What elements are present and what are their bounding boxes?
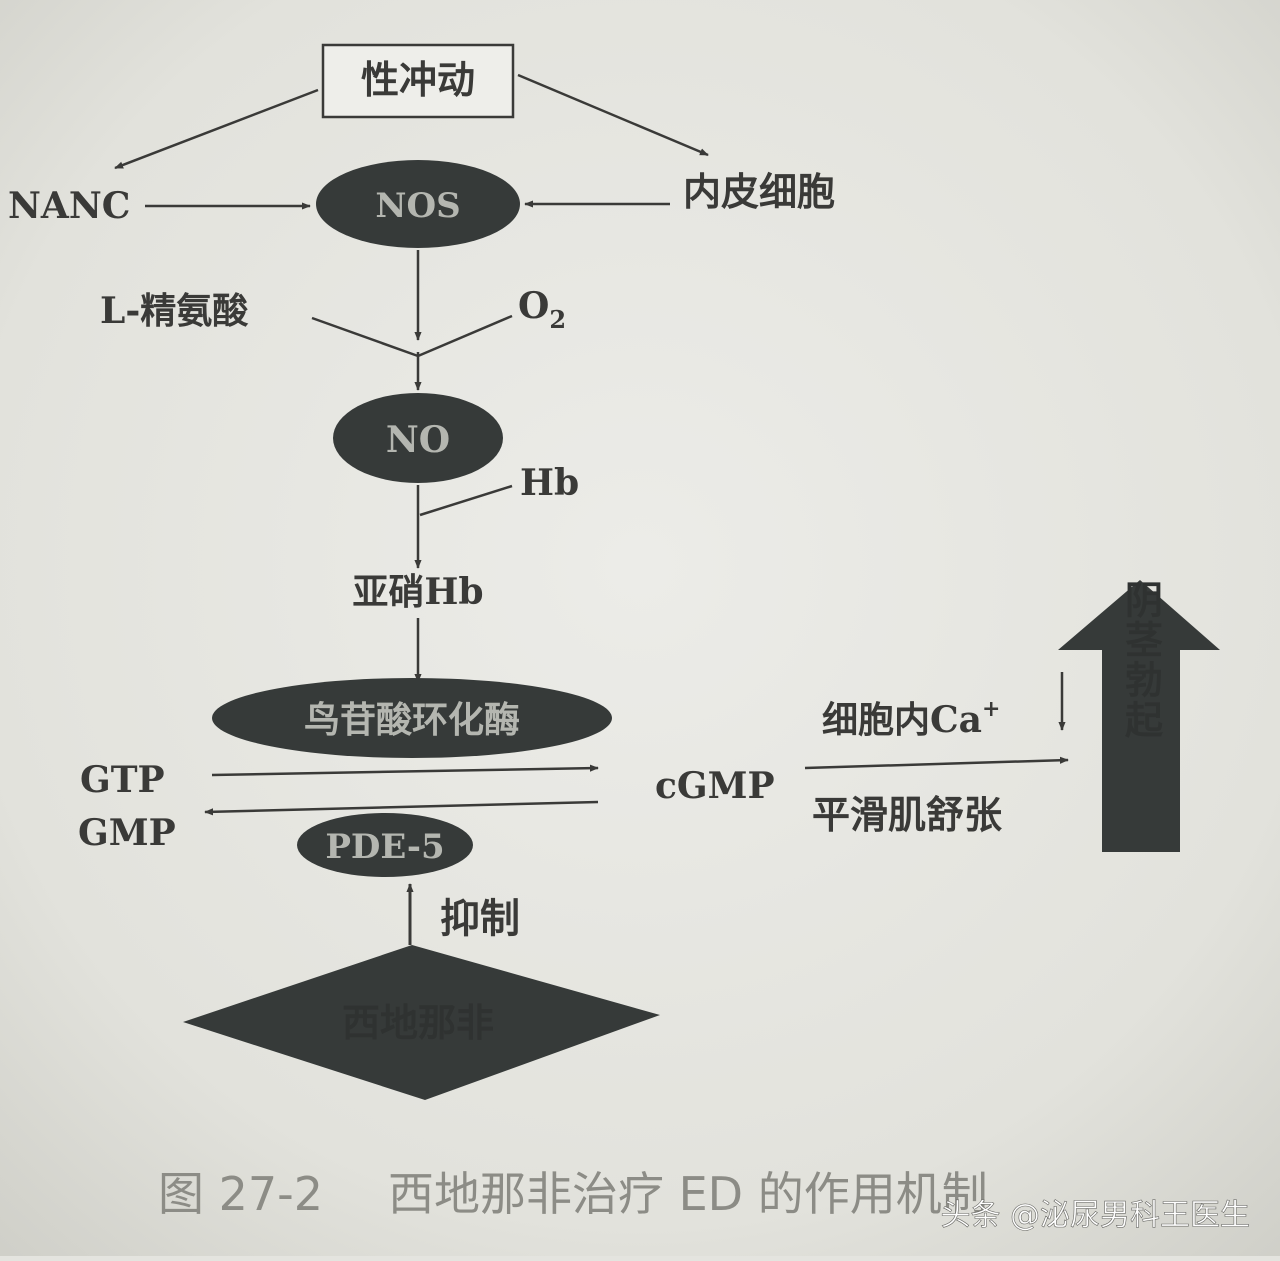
pde5-ellipse — [297, 813, 473, 877]
nos-label: NOS — [375, 186, 460, 226]
cgmp-label: cGMP — [655, 765, 775, 807]
no-label: NO — [386, 419, 450, 461]
guanylate-cyclase-ellipse — [212, 678, 612, 758]
arrow-box-to-nanc — [114, 88, 319, 170]
arrow-cgmp-to-gmp — [204, 800, 599, 816]
calcium-label: 细胞内Ca+ — [822, 696, 1000, 741]
oxygen-subscript: 2 — [549, 305, 566, 334]
erection-big-arrow — [1058, 580, 1220, 852]
hb-label: Hb — [520, 462, 579, 504]
calcium-text: 细胞内Ca — [822, 699, 982, 741]
hb-line — [419, 484, 513, 517]
watermark: 头条 @泌尿男科王医生 — [940, 1198, 1250, 1233]
no-ellipse — [333, 393, 503, 483]
inhibit-label: 抑制 — [440, 895, 520, 942]
sexual-stimulation-label: 性冲动 — [361, 57, 475, 102]
caption-text: 西地那非治疗 ED 的作用机制 — [388, 1167, 988, 1221]
arrow-gtp-to-cgmp — [211, 764, 599, 777]
sildenafil-diamond — [183, 945, 660, 1100]
arrow-box-to-endothelial — [517, 73, 709, 157]
gtp-label: GTP — [80, 759, 165, 801]
l-arginine-line — [311, 316, 419, 358]
erection-arrow-text: 阴茎勃起 — [1119, 580, 1164, 740]
guanylate-cyclase-label: 鸟苷酸环化酶 — [304, 699, 520, 741]
l-arginine-label: L-精氨酸 — [100, 290, 248, 332]
nanc-label: NANC — [8, 185, 130, 227]
sexual-stimulation-box — [321, 43, 515, 119]
pde5-label: PDE-5 — [325, 827, 444, 867]
nos-ellipse — [316, 160, 520, 248]
nitroso-hb-label: 亚硝Hb — [352, 571, 483, 613]
smooth-muscle-label: 平滑肌舒张 — [812, 792, 1002, 837]
arrow-cgmp-to-erection — [804, 756, 1069, 770]
calcium-superscript: + — [982, 696, 1000, 722]
sildenafil-label: 西地那非 — [342, 1000, 494, 1045]
caption-number: 图 27-2 — [158, 1167, 323, 1221]
gmp-label: GMP — [78, 812, 176, 854]
endothelial-label: 内皮细胞 — [683, 169, 835, 214]
oxygen-letter: O — [518, 285, 549, 327]
oxygen-label: O2 — [518, 285, 566, 334]
oxygen-line — [417, 314, 513, 358]
